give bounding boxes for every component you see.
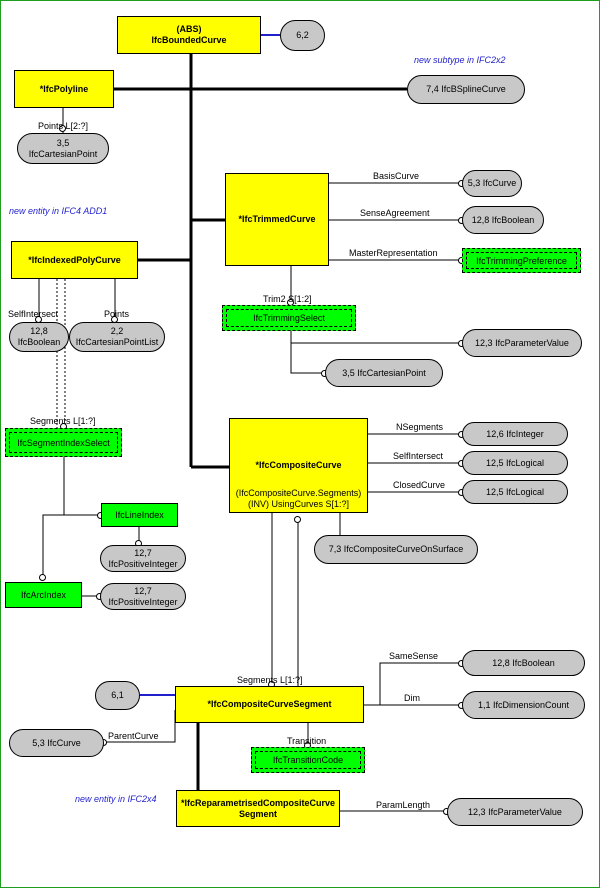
type-ifclineindex[interactable]: IfcLineIndex — [101, 503, 178, 527]
entity-name: *IfcReparametrisedCompositeCurve — [180, 797, 336, 808]
link-paramvalue — [290, 331, 462, 344]
ref-ifccurve-parentcurve[interactable]: 5,3 IfcCurve — [9, 729, 104, 757]
ref-ifcparametervalue[interactable]: 12,3 IfcParameterValue — [462, 329, 582, 357]
ref-ifccurve[interactable]: 5,3 IfcCurve — [462, 170, 522, 197]
ref-ifccartesianpointlist[interactable]: 2,2 IfcCartesianPointList — [69, 322, 165, 352]
type-name: IfcTransitionCode — [272, 755, 344, 765]
ref-ifclogical-closedcurve[interactable]: 12,5 IfcLogical — [462, 480, 568, 504]
note-ifc2x2: new subtype in IFC2x2 — [414, 55, 506, 65]
attr-label-parentcurve: ParentCurve — [108, 731, 159, 741]
attr-label-selfintersect: SelfIntersect — [8, 309, 59, 319]
entity-ifcpolyline[interactable]: *IfcPolyline — [14, 70, 114, 108]
entity-ifcreparametrisedcompositecurvesegment[interactable]: *IfcReparametrisedCompositeCurve Segment — [176, 790, 340, 827]
link-arcindex — [42, 514, 64, 578]
attr-label-points: Points L[2:?] — [38, 121, 89, 131]
type-name: IfcSegmentIndexSelect — [17, 437, 110, 448]
ref-ifccartesianpoint-trim[interactable]: 3,5 IfcCartesianPoint — [325, 359, 443, 387]
inverse-attr-label: (IfcCompositeCurve.Segments) — [235, 488, 362, 498]
ref-ifcdimensioncount[interactable]: 1,1 IfcDimensionCount — [462, 691, 585, 719]
entity-name: *IfcIndexedPolyCurve — [28, 254, 121, 265]
attr-label-segments-cc: Segments L[1:?] — [237, 675, 303, 685]
entity-name: IfcBoundedCurve — [151, 35, 227, 45]
attr-label-samesense: SameSense — [389, 651, 439, 661]
ref-ifcpositiveinteger-1[interactable]: 12,7 IfcPositiveInteger — [100, 545, 186, 572]
type-ifcsegmentindexselect[interactable]: IfcSegmentIndexSelect — [5, 428, 122, 457]
attr-label-trim: Trim2 S[1:2] — [263, 294, 312, 304]
type-name: IfcLineIndex — [115, 510, 164, 520]
ref-ifcparametervalue-paramlength[interactable]: 12,3 IfcParameterValue — [447, 798, 583, 826]
entity-name: *IfcPolyline — [39, 83, 89, 94]
ref-ifcbsplinecurve[interactable]: 7,4 IfcBSplineCurve — [407, 75, 525, 104]
type-ifctrimmingpreference[interactable]: IfcTrimmingPreference — [462, 248, 581, 273]
link-cartesian2 — [290, 343, 325, 374]
ref-ifclogical-selfintersect[interactable]: 12,5 IfcLogical — [462, 451, 568, 475]
entity-ifctrimmedcurve[interactable]: *IfcTrimmedCurve — [225, 173, 329, 266]
ref-6-1[interactable]: 6,1 — [95, 681, 140, 710]
entity-name: Segment — [238, 808, 277, 819]
entity-ifccompositecurvesegment[interactable]: *IfcCompositeCurveSegment — [175, 686, 364, 723]
ref-ifccartesianpoint[interactable]: 3,5 IfcCartesianPoint — [17, 133, 109, 164]
type-name: IfcTrimmingSelect — [253, 313, 325, 323]
ref-ifcboolean[interactable]: 12,8 IfcBoolean — [462, 206, 544, 234]
attr-label-nsegments: NSegments — [396, 422, 444, 432]
inverse-attr-label: (INV) UsingCurves S[1:?] — [247, 499, 350, 509]
attr-label-selfintersect-cc: SelfIntersect — [393, 451, 444, 461]
attr-label-closedcurve: ClosedCurve — [393, 480, 446, 490]
type-name: IfcTrimmingPreference — [476, 255, 567, 266]
note-ifc4add1: new entity in IFC4 ADD1 — [9, 206, 108, 216]
attr-label-paramlength: ParamLength — [376, 800, 431, 810]
link-lineindex — [63, 457, 101, 516]
attr-label-segments-idx: Segments L[1:?] — [30, 416, 96, 426]
type-ifcarcindex[interactable]: IfcArcIndex — [5, 582, 82, 608]
entity-abs-label: (ABS) — [176, 24, 202, 34]
marker-arcindex — [39, 574, 46, 581]
ref-ifcboolean-selfintersect[interactable]: 12,8 IfcBoolean — [9, 322, 69, 352]
attr-label-basiscurve: BasisCurve — [373, 171, 420, 181]
type-ifctransitioncode[interactable]: IfcTransitionCode — [251, 747, 365, 773]
attr-label-masterrepresentation: MasterRepresentation — [349, 248, 438, 258]
entity-ifcindexedpolycurve[interactable]: *IfcIndexedPolyCurve — [11, 241, 138, 279]
entity-ifcboundedcurve[interactable]: (ABS) IfcBoundedCurve — [117, 16, 261, 54]
entity-ifccompositecurve[interactable]: *IfcCompositeCurve (IfcCompositeCurve.Se… — [229, 418, 368, 513]
attr-label-senseagreement: SenseAgreement — [360, 208, 430, 218]
entity-name: *IfcCompositeCurveSegment — [207, 699, 332, 709]
type-name: IfcArcIndex — [20, 590, 67, 600]
marker-points-poly — [59, 125, 66, 132]
attr-label-dim: Dim — [404, 693, 420, 703]
entity-name: *IfcCompositeCurve — [255, 460, 342, 470]
ref-ifcpositiveinteger-2[interactable]: 12,7 IfcPositiveInteger — [100, 583, 186, 610]
marker-usingcurves — [294, 516, 301, 523]
attr-label-transition: Transition — [287, 736, 327, 746]
ref-6-2[interactable]: 6,2 — [280, 20, 325, 51]
type-ifctrimmingselect[interactable]: IfcTrimmingSelect — [222, 305, 356, 331]
attr-label-points-idx: Points — [104, 309, 130, 319]
ref-ifcinteger[interactable]: 12,6 IfcInteger — [462, 422, 568, 446]
note-ifc2x4: new entity in IFC2x4 — [75, 794, 157, 804]
ref-ifccompositecurveonsurface[interactable]: 7,3 IfcCompositeCurveOnSurface — [314, 535, 478, 564]
entity-name: *IfcTrimmedCurve — [238, 214, 316, 224]
ref-ifcboolean-samesense[interactable]: 12,8 IfcBoolean — [462, 650, 585, 676]
